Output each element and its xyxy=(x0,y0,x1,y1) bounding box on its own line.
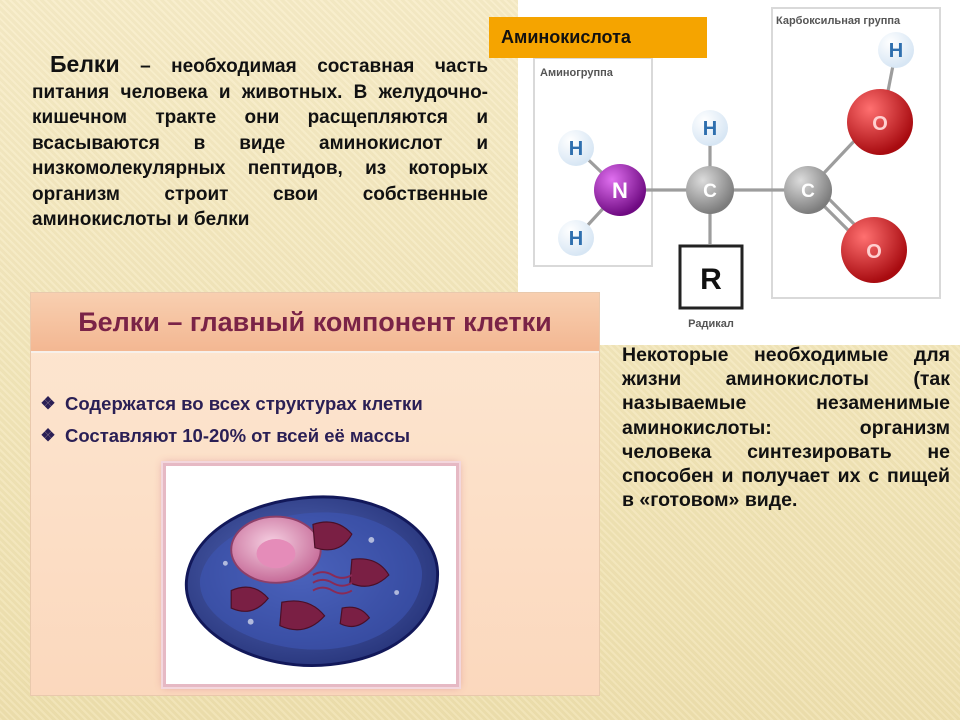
card-header: Белки – главный компонент клетки xyxy=(31,293,599,353)
svg-text:H: H xyxy=(569,228,583,250)
carboxyl-group-label: Карбоксильная группа xyxy=(776,15,901,27)
amino-group-box xyxy=(533,57,653,267)
intro-text: – необходимая составная часть питания че… xyxy=(32,56,488,230)
radical-symbol: R xyxy=(700,263,722,296)
essential-amino-acids-text: Некоторые необходимые для жизни аминокис… xyxy=(622,344,950,512)
svg-text:O: O xyxy=(872,113,888,135)
svg-text:C: C xyxy=(703,181,717,202)
card-bullet-list: ❖ Содержатся во всех структурах клетки ❖… xyxy=(31,353,599,447)
svg-text:H: H xyxy=(889,40,903,62)
hydrogen-atom: H xyxy=(558,130,594,166)
hydrogen-atom: H xyxy=(558,220,594,256)
hydrogen-atom: H xyxy=(692,110,728,146)
card-title: Белки – главный компонент клетки xyxy=(78,306,552,337)
radical-box xyxy=(678,244,744,310)
list-item: ❖ Содержатся во всех структурах клетки xyxy=(37,393,599,415)
intro-lead-word: Белки xyxy=(50,51,120,77)
svg-text:H: H xyxy=(569,138,583,160)
svg-text:C: C xyxy=(801,181,815,202)
amino-acid-svg: Аминогруппа Карбоксильная группа H H H H… xyxy=(533,7,941,330)
carboxyl-group-box xyxy=(771,7,941,299)
svg-text:O: O xyxy=(866,241,882,263)
protein-card: Белки – главный компонент клетки ❖ Содер… xyxy=(30,292,600,696)
bullet-text: Содержатся во всех структурах клетки xyxy=(65,393,423,414)
carbon-atom: C xyxy=(686,166,734,214)
bonds xyxy=(574,49,898,248)
cell-illustration xyxy=(184,495,439,667)
list-item: ❖ Составляют 10-20% от всей её массы xyxy=(37,425,599,447)
oxygen-atom: O xyxy=(841,217,907,283)
amino-group-label: Аминогруппа xyxy=(540,67,614,79)
hydrogen-atom: H xyxy=(878,32,914,68)
svg-text:H: H xyxy=(703,118,717,140)
diamond-bullet-icon: ❖ xyxy=(40,394,56,413)
carbon-atom: C xyxy=(784,166,832,214)
intro-paragraph: Белки – необходимая составная часть пита… xyxy=(32,51,488,233)
amino-acid-label: Аминокислота xyxy=(489,17,707,58)
svg-text:N: N xyxy=(612,178,628,203)
radical-label: Радикал xyxy=(688,318,734,330)
bullet-text: Составляют 10-20% от всей её массы xyxy=(65,425,411,446)
oxygen-atom: O xyxy=(847,89,913,155)
diamond-bullet-icon: ❖ xyxy=(40,426,56,445)
cell-image-frame xyxy=(163,463,459,687)
nitrogen-atom: N xyxy=(594,164,646,216)
